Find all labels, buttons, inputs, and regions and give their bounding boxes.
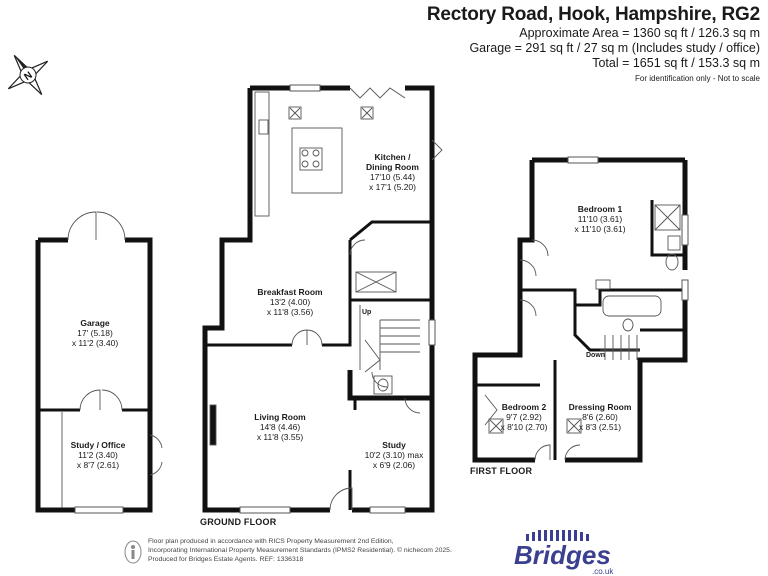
garage-walls	[35, 237, 153, 513]
room-garage: Garage 17' (5.18) x 11'2 (3.40)	[71, 318, 119, 348]
footer-notes: Floor plan produced in accordance with R…	[148, 538, 452, 563]
room-dressing: Dressing Room 8'6 (2.60) x 8'3 (2.51)	[568, 402, 632, 432]
bridges-logo: Bridges .co.uk	[514, 530, 614, 576]
first-floor-walls	[472, 157, 688, 463]
room-living: Living Room 14'8 (4.46) x 11'8 (3.55)	[254, 412, 306, 442]
svg-text:.co.uk: .co.uk	[592, 567, 614, 576]
property-title: Rectory Road, Hook, Hampshire, RG2	[426, 4, 760, 25]
disclaimer: For identification only - Not to scale	[635, 74, 760, 83]
compass-north-icon: N	[7, 54, 49, 96]
garage-area: Garage = 291 sq ft / 27 sq m (Includes s…	[469, 41, 760, 55]
room-kitchen-dining: Kitchen / Dining Room 17'10 (5.44) x 17'…	[366, 152, 419, 192]
room-bedroom-1: Bedroom 1 11'10 (3.61) x 11'10 (3.61)	[574, 204, 626, 234]
svg-text:Bridges: Bridges	[514, 540, 611, 570]
first-floor-label: FIRST FLOOR	[470, 466, 533, 476]
header: Rectory Road, Hook, Hampshire, RG2 Appro…	[427, 4, 760, 83]
stairs-down-label: Down	[586, 352, 606, 359]
room-bedroom-2: Bedroom 2 9'7 (2.92) x 8'10 (2.70)	[500, 402, 548, 432]
approx-area: Approximate Area = 1360 sq ft / 126.3 sq…	[519, 26, 760, 40]
room-study-office: Study / Office 11'2 (3.40) x 8'7 (2.61)	[70, 440, 126, 470]
info-person-icon	[124, 540, 142, 564]
room-breakfast: Breakfast Room 13'2 (4.00) x 11'8 (3.56)	[257, 287, 323, 317]
ground-floor-label: GROUND FLOOR	[200, 517, 277, 527]
stairs-up-label: Up	[362, 309, 372, 316]
room-study: Study 10'2 (3.10) max x 6'9 (2.06)	[364, 440, 424, 470]
total-area: Total = 1651 sq ft / 153.3 sq m	[592, 56, 760, 70]
